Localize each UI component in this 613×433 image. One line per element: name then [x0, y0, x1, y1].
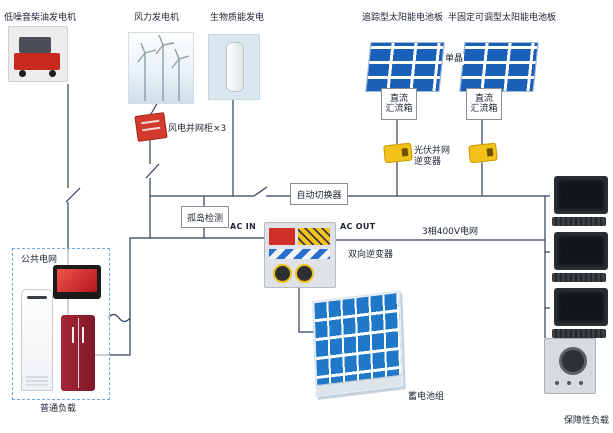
island-detection-box: 孤岛检测: [181, 206, 229, 228]
dc-combiner-text: 汇流箱: [385, 104, 413, 114]
cabinet-slit: [142, 126, 161, 132]
dc-combiner-text: 直流: [474, 93, 493, 104]
diesel-wheel: [19, 70, 26, 77]
computer-keyboard: [552, 329, 606, 338]
battery-bank-icon: [312, 290, 404, 398]
diesel-generator-icon: [8, 26, 68, 82]
dc-combiner-box-1: 直流 汇流箱: [381, 88, 417, 120]
psu-dot: [579, 381, 583, 385]
computer-icon-3: [550, 288, 608, 340]
public-grid-load-box: 公共电网: [12, 248, 110, 400]
psu-dial: [559, 347, 587, 375]
tv-icon: [53, 265, 101, 299]
pv-inverter-label-line2: 逆变器: [414, 157, 442, 168]
computer-icon-2: [550, 232, 608, 284]
solar-array-tracking: [365, 42, 445, 92]
computer-screen: [554, 288, 608, 326]
fridge-door-split: [78, 318, 79, 388]
battery-bank-label: 蓄电池组: [408, 392, 445, 402]
normal-load-label: 普通负载: [40, 404, 77, 414]
computer-keyboard: [552, 273, 606, 282]
bidirectional-inverter-icon: [264, 222, 336, 288]
diesel-wheel: [49, 70, 56, 77]
protected-load-label: 保障性负载: [564, 416, 610, 426]
cabinet-slit: [141, 119, 160, 125]
computer-screen: [554, 176, 608, 214]
biomass-plant-icon: [208, 34, 260, 100]
refrigerator-icon: [61, 315, 95, 391]
wind-generator-label: 风力发电机: [134, 13, 180, 23]
pv-inverter-icon-1: [383, 142, 413, 164]
ac-grille: [26, 374, 48, 386]
wind-turbines-art: [137, 34, 190, 101]
pv-inverter-port: [486, 147, 494, 157]
dc-combiner-text: 汇流箱: [470, 104, 498, 114]
biomass-tank: [226, 42, 244, 92]
pv-inverter-label-line1: 光伏并网: [414, 146, 451, 156]
diesel-engine-block: [19, 37, 51, 53]
power-supply-device-icon: [544, 338, 596, 394]
grid-3phase-label: 3相400V电网: [420, 227, 481, 239]
pv-inverter-port: [401, 147, 409, 157]
ac-in-label: AC IN: [230, 222, 257, 231]
inverter-module-red: [269, 228, 295, 245]
pv-inverter-icon-2: [468, 142, 498, 164]
diesel-body: [14, 53, 60, 70]
diesel-generator-label: 低噪音柴油发电机: [4, 13, 77, 23]
pv-inverter-label: 光伏并网 逆变器: [414, 146, 460, 169]
inverter-hazard-strip: [298, 228, 330, 245]
air-conditioner-icon: [21, 289, 53, 391]
inverter-dc-gauge: [295, 264, 314, 283]
computer-screen: [554, 232, 608, 270]
public-grid-label: 公共电网: [21, 255, 58, 265]
inverter-heatsink: [269, 249, 330, 259]
solar-semifixed-label: 半固定可调型太阳能电池板: [448, 13, 557, 23]
battery-base-frame: [317, 374, 402, 395]
inverter-dc-gauge: [273, 264, 292, 283]
biomass-label: 生物质能发电: [210, 13, 265, 23]
psu-dot: [555, 381, 559, 385]
computer-icon-1: [550, 176, 608, 228]
wind-turbines-icon: [128, 32, 194, 104]
dc-combiner-box-2: 直流 汇流箱: [466, 88, 502, 120]
fridge-handle: [82, 327, 84, 343]
auto-transfer-switch-box: 自动切换器: [290, 183, 348, 205]
psu-dot: [567, 381, 571, 385]
solar-array-semifixed: [459, 42, 539, 92]
solar-tracking-label: 追踪型太阳能电池板: [362, 13, 444, 23]
tv-screen: [57, 269, 97, 292]
dc-combiner-text: 直流: [389, 93, 408, 104]
bidirectional-inverter-label: 双向逆变器: [348, 250, 394, 260]
ac-out-label: AC OUT: [340, 222, 376, 231]
computer-keyboard: [552, 217, 606, 226]
wind-cabinet-label: 风电并网柜×3: [168, 124, 227, 134]
fridge-handle: [72, 327, 74, 343]
wind-grid-cabinet-icon: [134, 112, 168, 142]
mono-crystal-label: 单晶: [444, 54, 465, 66]
ac-vent: [27, 296, 47, 299]
